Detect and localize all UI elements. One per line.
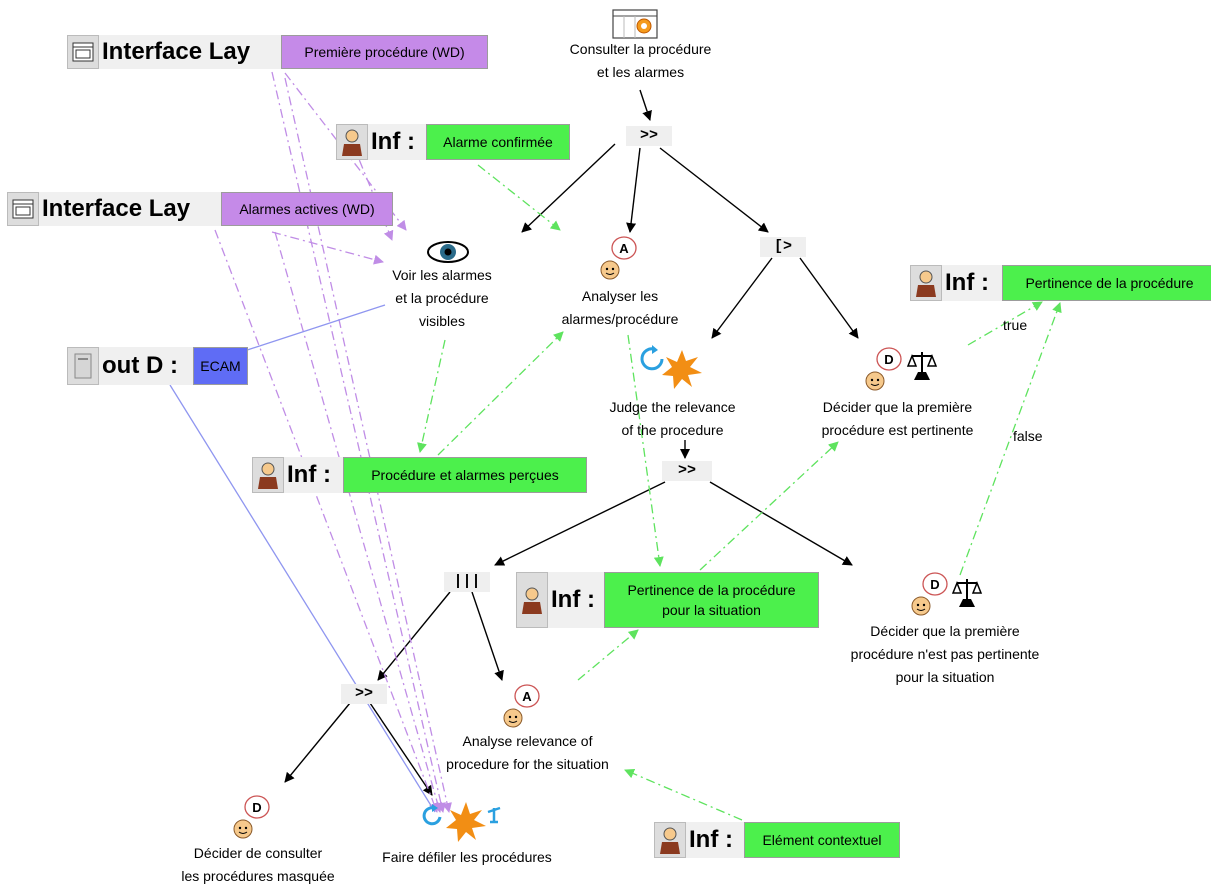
task-voir[interactable]: Voir les alarmes et la procédure visible… <box>392 267 492 329</box>
flow-alarmes-faire-a <box>214 229 439 813</box>
edge-disable-judge <box>711 257 773 339</box>
object-value: Pertinence de la procédure pour la situa… <box>604 572 819 628</box>
scale-icon <box>951 579 983 607</box>
edge-disable-decider <box>799 257 859 339</box>
object-kind: Inf : <box>548 572 604 628</box>
edge-consulter-seq <box>639 89 652 121</box>
decision-letter: D <box>884 352 893 367</box>
object-kind: Inf : <box>368 124 426 160</box>
edge-seq-analyser <box>626 147 641 233</box>
scale-icon <box>906 352 938 380</box>
object-value: Pertinence de la procédure <box>1002 265 1211 301</box>
operator-disabling[interactable]: [> <box>760 237 806 257</box>
flow-premiere-faire-a <box>271 71 446 813</box>
object-interface-alarmes[interactable]: Interface Lay Alarmes actives (WD) <box>7 192 393 226</box>
flow-decider-true <box>967 301 1043 346</box>
abstract-task-icon <box>612 9 658 39</box>
object-kind: Interface Lay <box>99 35 281 69</box>
window-icon <box>7 192 39 226</box>
edge-seq-disable <box>659 147 769 233</box>
operator-sequence[interactable]: >> <box>626 126 672 146</box>
decision-letter: D <box>930 577 939 592</box>
object-inf-pertinence[interactable]: Inf : Pertinence de la procédure <box>910 265 1211 301</box>
object-kind: Inf : <box>942 265 1002 301</box>
edge-seqlow-faire <box>369 702 433 796</box>
object-kind: out D : <box>99 347 193 385</box>
task-judge[interactable]: Judge the relevance of the procedure <box>609 399 736 438</box>
object-value: Première procédure (WD) <box>281 35 488 69</box>
device-ecam-voir <box>231 304 386 356</box>
object-value: Alarme confirmée <box>426 124 570 160</box>
device-icon <box>67 347 99 385</box>
cognitive-decision-icon: D <box>233 795 270 839</box>
person-icon <box>516 572 548 628</box>
cognitive-decision-icon: D <box>911 572 948 616</box>
edge-seqmid-concurrent <box>494 481 666 566</box>
task-analyse-relevance[interactable]: Analyse relevance of procedure for the s… <box>446 733 609 772</box>
decision-letter: D <box>252 800 261 815</box>
task-faire-defiler[interactable]: Faire défiler les procédures <box>382 849 552 865</box>
object-inf-alarme[interactable]: Inf : Alarme confirmée <box>336 124 570 160</box>
edge-seqlow-decider-consulter <box>284 702 351 783</box>
flow-alarmes-voir <box>271 231 384 265</box>
task-consulter[interactable]: Consulter la procédure et les alarmes <box>569 41 712 80</box>
person-icon <box>654 822 686 858</box>
flow-decider-false <box>959 302 1062 576</box>
window-icon <box>67 35 99 69</box>
operator-concurrent[interactable]: ||| <box>444 572 490 592</box>
person-icon <box>910 265 942 301</box>
person-icon <box>252 457 284 493</box>
flow-element-analyse <box>624 768 743 821</box>
flow-alarmes-faire-b <box>274 231 443 813</box>
object-kind: Interface Lay <box>39 192 221 226</box>
operator-sequence[interactable]: >> <box>662 461 712 481</box>
analysis-letter: A <box>619 241 629 256</box>
object-interface-premiere[interactable]: Interface Lay Première procédure (WD) <box>67 35 488 69</box>
person-icon <box>336 124 368 160</box>
task-analyser[interactable]: Analyser les alarmes/procédure <box>561 288 679 327</box>
task-decider-non-pertinente[interactable]: Décider que la première procédure n'est … <box>850 623 1040 685</box>
object-inf-element[interactable]: Inf : Elément contextuel <box>654 822 900 858</box>
object-inf-percues[interactable]: Inf : Procédure et alarmes perçues <box>252 457 587 493</box>
edge-seq-voir <box>521 143 616 233</box>
cognitive-decision-icon: D <box>865 347 902 391</box>
analysis-letter: A <box>522 689 532 704</box>
object-out-ecam[interactable]: out D : ECAM <box>67 347 248 385</box>
object-value: ECAM <box>193 347 248 385</box>
flow-analyser-pertinence <box>627 334 664 567</box>
cognitive-analysis-icon: A <box>600 236 637 280</box>
interactive-task-icon <box>422 802 501 842</box>
flow-analyse-pertinence <box>577 629 639 681</box>
flow-alarme-analyser <box>477 164 561 231</box>
edge-concurrent-analyse <box>471 591 504 681</box>
cognitive-analysis-icon: A <box>503 684 540 728</box>
object-kind: Inf : <box>284 457 343 493</box>
flow-voir-percues <box>417 339 446 453</box>
device-ecam-faire <box>169 384 436 813</box>
edge-label-true: true <box>1003 317 1028 333</box>
edge-seqmid-decider-non <box>709 481 853 566</box>
flow-percues-analyser <box>437 331 564 456</box>
object-value: Elément contextuel <box>744 822 900 858</box>
flow-pertinence-decider <box>699 441 839 571</box>
edge-label-false: false <box>1013 428 1043 444</box>
task-decider-consulter[interactable]: Décider de consulter les procédures masq… <box>181 845 335 884</box>
object-value: Procédure et alarmes perçues <box>343 457 587 493</box>
interactive-task-icon <box>640 345 702 389</box>
task-decider-pertinente[interactable]: Décider que la première procédure est pe… <box>821 399 974 438</box>
object-value: Alarmes actives (WD) <box>221 192 393 226</box>
object-inf-pertinence-situation[interactable]: Inf : Pertinence de la procédure pour la… <box>516 572 819 628</box>
edge-concurrent-seqlow <box>377 591 451 681</box>
operator-sequence[interactable]: >> <box>341 684 387 704</box>
eye-icon <box>427 241 469 263</box>
object-kind: Inf : <box>686 822 744 858</box>
